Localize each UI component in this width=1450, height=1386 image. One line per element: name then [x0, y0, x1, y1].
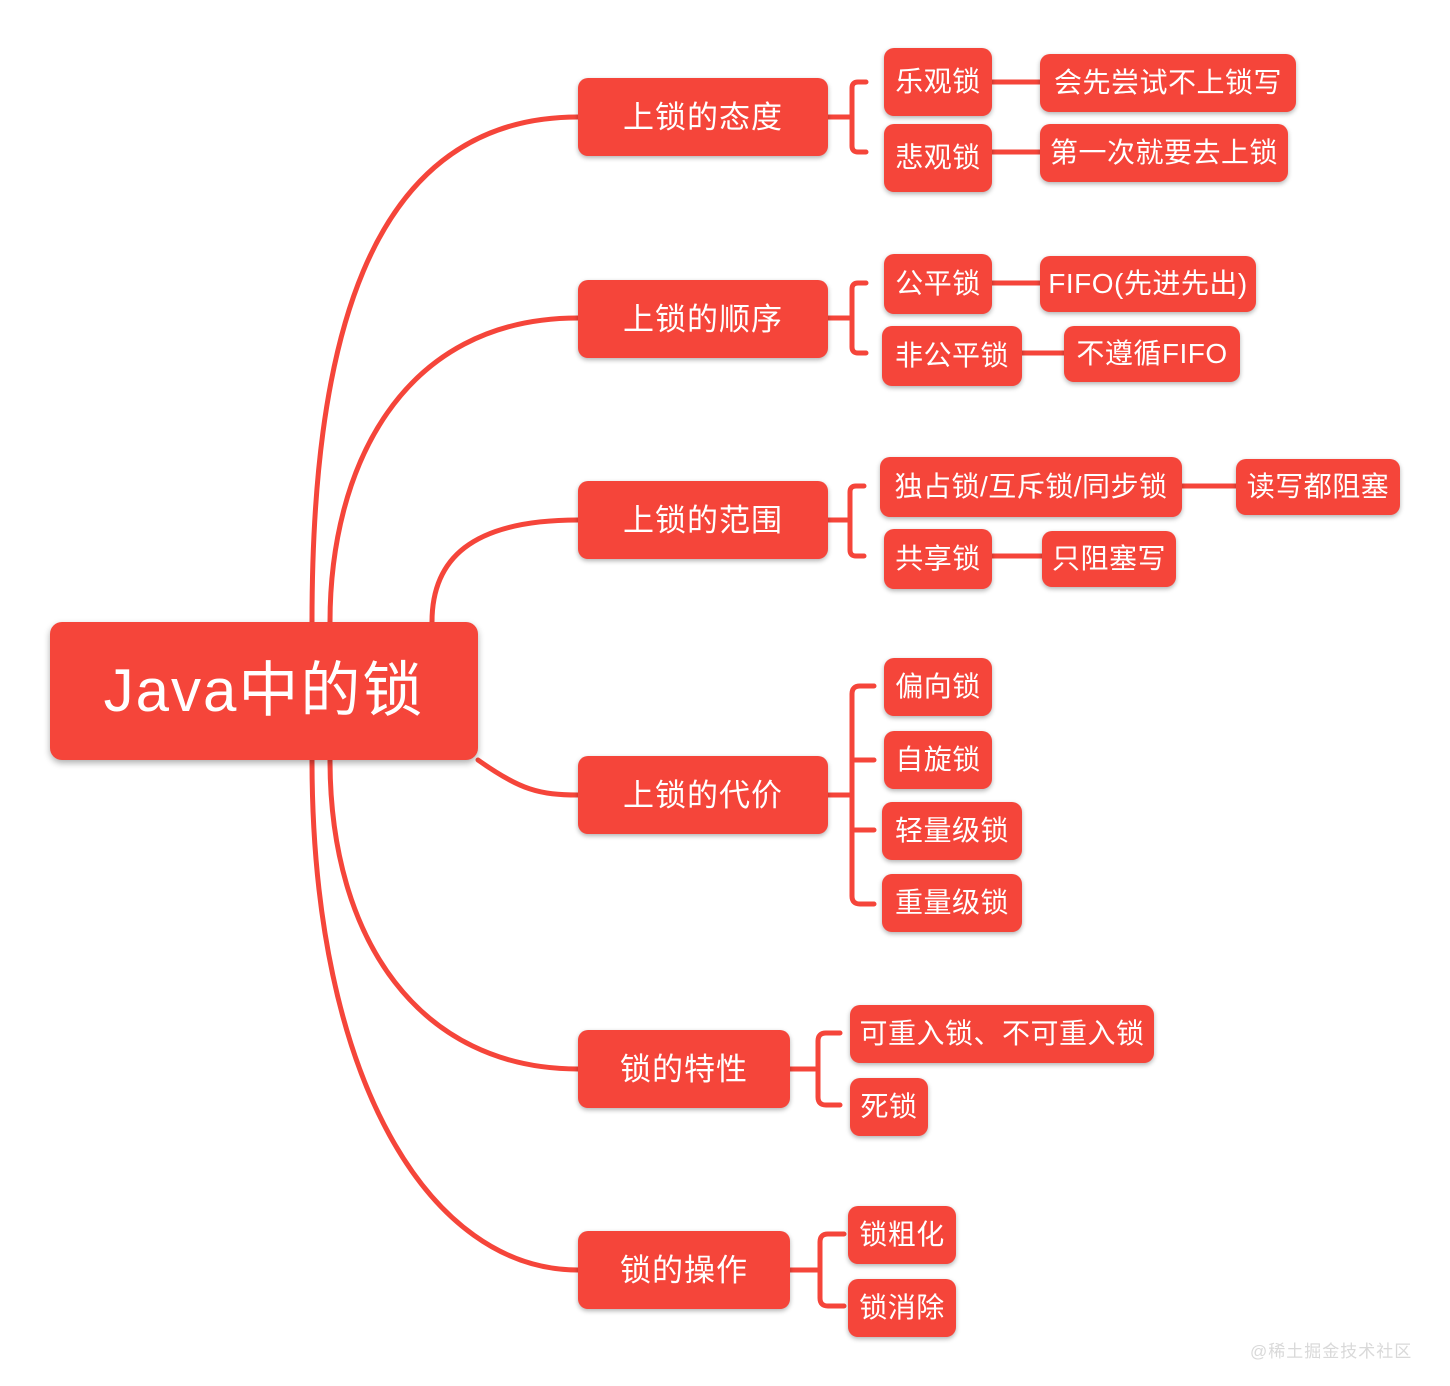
branch-node-6[interactable]: 锁的操作 — [578, 1231, 790, 1309]
branch-5-child-1-label: 可重入锁、不可重入锁 — [859, 1018, 1145, 1049]
branch-4-label: 上锁的代价 — [623, 777, 783, 813]
branch-5-child-1[interactable]: 可重入锁、不可重入锁 — [850, 1005, 1154, 1063]
branch-4-child-2[interactable]: 自旋锁 — [884, 731, 992, 789]
branch-6-label: 锁的操作 — [620, 1252, 748, 1288]
branch-5-child-2[interactable]: 死锁 — [850, 1078, 928, 1136]
branch-2-child-2-label: 非公平锁 — [894, 340, 1009, 371]
link-root-to-branch-3 — [429, 517, 581, 625]
branch-1-child-2-leaf-1-label: 第一次就要去上锁 — [1049, 137, 1278, 168]
branch-2-child-1-label: 公平锁 — [895, 268, 981, 299]
branch-3-child-2-label: 共享锁 — [895, 543, 981, 574]
branch-6-child-1-label: 锁粗化 — [859, 1219, 945, 1250]
branch-3-child-2[interactable]: 共享锁 — [884, 529, 992, 589]
branch-4-child-3-label: 轻量级锁 — [894, 815, 1009, 846]
branch-2-child-1-leaf-1[interactable]: FIFO(先进先出) — [1040, 256, 1256, 312]
branch-2-label: 上锁的顺序 — [623, 301, 783, 337]
link-b3-bracket — [847, 483, 867, 559]
link-root-to-branch-5 — [327, 757, 581, 1072]
branch-1-child-1-label: 乐观锁 — [895, 66, 981, 97]
link-b4-bracket — [849, 683, 877, 907]
link-b6-bracket — [817, 1231, 847, 1309]
mindmap-root-node[interactable]: Java中的锁 — [50, 622, 478, 760]
link-root-to-branch-4 — [475, 757, 581, 798]
watermark-text: @稀土掘金技术社区 — [1250, 1342, 1413, 1361]
link-b5-bracket — [815, 1030, 843, 1108]
branch-node-5[interactable]: 锁的特性 — [578, 1030, 790, 1108]
branch-6-child-1[interactable]: 锁粗化 — [848, 1206, 956, 1264]
branch-1-child-2[interactable]: 悲观锁 — [884, 124, 992, 192]
branch-3-child-2-leaf-1[interactable]: 只阻塞写 — [1042, 531, 1176, 587]
branch-4-child-2-label: 自旋锁 — [895, 744, 981, 775]
branch-2-child-1-leaf-1-label: FIFO(先进先出) — [1048, 268, 1248, 299]
root-label: Java中的锁 — [103, 657, 425, 724]
link-root-to-branch-2 — [327, 315, 581, 625]
branch-4-child-4-label: 重量级锁 — [894, 887, 1009, 918]
branch-4-child-1-label: 偏向锁 — [895, 671, 981, 702]
branch-3-label: 上锁的范围 — [623, 502, 783, 538]
branch-6-child-2[interactable]: 锁消除 — [848, 1279, 956, 1337]
branch-5-child-2-label: 死锁 — [860, 1091, 918, 1122]
branch-6-child-2-label: 锁消除 — [859, 1292, 945, 1323]
branch-3-child-1-label: 独占锁/互斥锁/同步锁 — [894, 471, 1168, 502]
branch-5-label: 锁的特性 — [620, 1051, 748, 1087]
branch-1-child-2-leaf-1[interactable]: 第一次就要去上锁 — [1040, 124, 1288, 182]
branch-1-child-1-leaf-1[interactable]: 会先尝试不上锁写 — [1040, 54, 1296, 112]
watermark: @稀土掘金技术社区 — [1250, 1337, 1412, 1362]
link-b2-bracket — [849, 280, 869, 356]
branch-1-child-1-leaf-1-label: 会先尝试不上锁写 — [1053, 67, 1282, 98]
branch-2-child-1[interactable]: 公平锁 — [884, 254, 992, 314]
branch-node-1[interactable]: 上锁的态度 — [578, 78, 828, 156]
branch-1-child-1[interactable]: 乐观锁 — [884, 48, 992, 116]
link-root-to-branch-6 — [309, 757, 581, 1273]
branch-1-label: 上锁的态度 — [623, 99, 783, 135]
branch-4-child-4[interactable]: 重量级锁 — [882, 874, 1022, 932]
branch-3-child-1-leaf-1-label: 读写都阻塞 — [1246, 471, 1390, 502]
branch-3-child-1-leaf-1[interactable]: 读写都阻塞 — [1236, 459, 1400, 515]
branch-2-child-2-leaf-1-label: 不遵循FIFO — [1076, 338, 1228, 369]
branch-node-2[interactable]: 上锁的顺序 — [578, 280, 828, 358]
branch-2-child-2-leaf-1[interactable]: 不遵循FIFO — [1064, 326, 1240, 382]
branch-node-4[interactable]: 上锁的代价 — [578, 756, 828, 834]
branch-3-child-1[interactable]: 独占锁/互斥锁/同步锁 — [880, 457, 1182, 517]
link-root-to-branch-1 — [309, 114, 581, 625]
branch-2-child-2[interactable]: 非公平锁 — [882, 326, 1022, 386]
branch-1-child-2-label: 悲观锁 — [895, 142, 981, 173]
branch-4-child-1[interactable]: 偏向锁 — [884, 658, 992, 716]
branch-4-child-3[interactable]: 轻量级锁 — [882, 802, 1022, 860]
branch-node-3[interactable]: 上锁的范围 — [578, 481, 828, 559]
link-b1-bracket — [849, 79, 869, 155]
branch-3-child-2-leaf-1-label: 只阻塞写 — [1051, 543, 1166, 574]
